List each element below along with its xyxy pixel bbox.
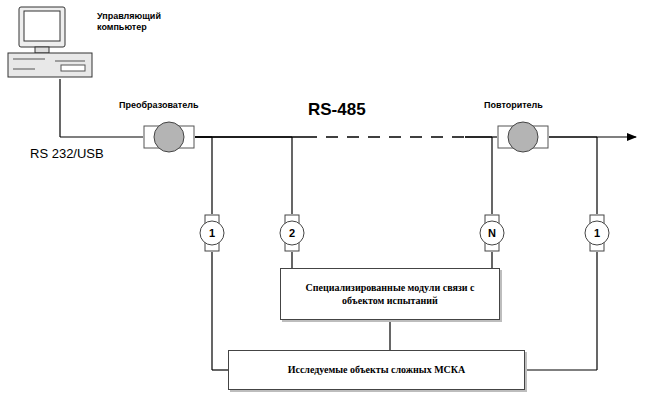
connector (195, 137, 492, 214)
process-box: Исследуемые объекты сложных МСКА (228, 350, 525, 390)
computer-icon (5, 5, 93, 79)
callout-number: 1 (584, 214, 610, 252)
connector (195, 137, 497, 138)
coupler-node: Повторитель (497, 120, 549, 154)
callout-number: 1 (199, 214, 225, 252)
connector (390, 320, 391, 350)
wire-segment (211, 137, 212, 214)
wire-segment (195, 136, 305, 137)
connector (292, 252, 293, 268)
wire-segment (465, 136, 497, 137)
callout-number: N (479, 214, 505, 252)
process-box: Специализированные модули связи с объект… (280, 268, 500, 320)
wire-segment (491, 137, 492, 214)
wire-segment (305, 136, 465, 137)
wire-segment (596, 252, 597, 370)
module-node: N (479, 214, 505, 252)
bus-label: RS-485 (308, 100, 366, 120)
interface-label: RS 232/USB (30, 146, 104, 161)
device-label: Повторитель (484, 100, 543, 110)
box-text: Специализированные модули связи с объект… (289, 281, 491, 308)
wire-segment (212, 369, 228, 370)
connector (549, 137, 597, 214)
connector (195, 137, 212, 214)
connector (195, 137, 292, 214)
wire-segment (549, 136, 597, 137)
coupler-symbol (497, 120, 549, 154)
wire-segment (291, 137, 292, 214)
wire-segment (525, 369, 597, 370)
coupler-symbol (143, 120, 195, 154)
module-node: 1 (584, 214, 610, 252)
wire-segment (195, 136, 305, 137)
bus-line (549, 136, 636, 137)
coupler-node: Преобразователь (143, 120, 195, 154)
wire-segment (389, 320, 390, 350)
device-label: Преобразователь (119, 100, 198, 110)
wire-segment (596, 137, 597, 214)
wire-segment (305, 136, 465, 137)
computer-node: Управляющий компьютер (5, 5, 93, 79)
device-label: Управляющий компьютер (97, 11, 179, 34)
wire-segment (291, 252, 292, 268)
connector (212, 252, 228, 370)
callout-number: 2 (279, 214, 305, 252)
wire-segment (59, 79, 60, 137)
wire-segment (60, 136, 143, 137)
connector (525, 252, 597, 370)
wire-segment (211, 252, 212, 370)
module-node: 2 (279, 214, 305, 252)
module-node: 1 (199, 214, 225, 252)
wire-segment (491, 252, 492, 268)
connector (492, 252, 493, 268)
box-text: Исследуемые объекты сложных МСКА (288, 363, 466, 377)
